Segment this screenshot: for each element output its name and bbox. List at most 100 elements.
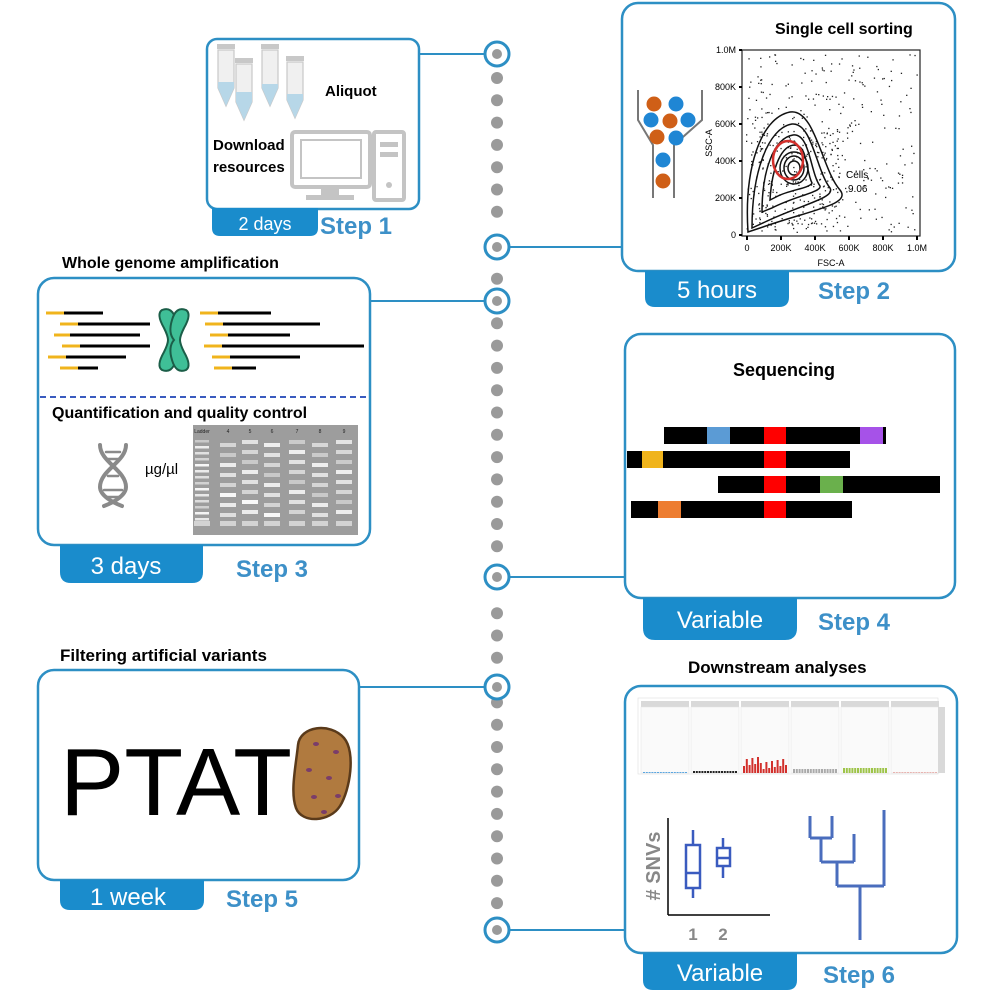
- timeline-dot: [491, 361, 503, 374]
- facs-y-tick: 800K: [715, 82, 736, 92]
- facs-x-tick: 800K: [872, 243, 893, 253]
- step3-label: Step 3: [236, 556, 308, 583]
- step1-label: Step 1: [320, 213, 392, 240]
- step6-time-tab: [643, 953, 797, 990]
- boxplot-x-tick-2: 2: [718, 925, 727, 944]
- amplified-reads-right: [200, 311, 364, 370]
- aliquot-label: Aliquot: [325, 83, 377, 100]
- step6-label: Step 6: [823, 962, 895, 989]
- cell-sorter-icon: [637, 90, 703, 198]
- amplified-reads-left: [46, 311, 150, 370]
- facs-x-tick: 600K: [838, 243, 859, 253]
- timeline-dot: [491, 785, 503, 798]
- step2-label: Step 2: [818, 278, 890, 305]
- facs-y-tick: 600K: [715, 119, 736, 129]
- step3-title: Whole genome amplification: [62, 255, 279, 272]
- chromosome-icon: [158, 308, 190, 372]
- gel-lane-label: 4: [227, 429, 230, 435]
- step6-title: Downstream analyses: [688, 658, 867, 677]
- timeline-dot: [491, 428, 503, 441]
- step1-time-tab: [212, 208, 318, 236]
- timeline-dot: [491, 205, 503, 218]
- step5-label: Step 5: [226, 886, 298, 913]
- timeline-dot: [491, 495, 503, 508]
- computer-icon: [290, 130, 406, 202]
- ptat-logo: PTAT: [60, 729, 292, 836]
- step4-label: Step 4: [818, 609, 891, 636]
- timeline-dot: [491, 339, 503, 352]
- facs-gate-value: 9.06: [848, 184, 868, 195]
- step3-subtitle: Quantification and quality control: [52, 405, 307, 422]
- timeline-dot: [491, 607, 503, 620]
- timeline-dot: [491, 451, 503, 464]
- facs-gate: [771, 139, 805, 181]
- gel-lane-label: 5: [249, 429, 252, 435]
- step2-title: Single cell sorting: [775, 21, 913, 38]
- timeline-dot: [491, 741, 503, 753]
- boxplot-x-tick-1: 1: [688, 925, 697, 944]
- timeline-dot: [491, 317, 503, 330]
- step2-time-tab: [645, 271, 789, 307]
- timeline-dot: [491, 272, 503, 285]
- step3-time-tab: [60, 545, 203, 583]
- facs-plot: Cells 9.06 1.0M 800K 600K 400K 200K 0 0 200K 40…: [704, 45, 927, 268]
- timeline-dot: [491, 161, 503, 174]
- timeline-dots: [491, 72, 503, 910]
- timeline-dot: [491, 830, 503, 843]
- facs-x-tick: 400K: [804, 243, 825, 253]
- step2-panel: Single cell sorting: [620, 1, 957, 307]
- step6-time: Variable: [677, 960, 763, 987]
- dna-icon: [97, 443, 129, 508]
- step3-time: 3 days: [91, 553, 162, 580]
- snv-boxplot: # SNVs 1 2: [643, 818, 770, 944]
- tube-icon: [217, 44, 304, 122]
- gel-lane-label: Ladder: [194, 429, 210, 435]
- step5-time: 1 week: [90, 884, 167, 911]
- download-label-line1: Download: [213, 137, 285, 154]
- timeline-dot: [491, 651, 503, 664]
- facs-y-tick: 0: [731, 230, 736, 240]
- sequencing-reads: [627, 427, 940, 518]
- step1-panel: Aliquot Download resources 2 days Step 1: [205, 37, 421, 240]
- timeline-dot: [491, 874, 503, 887]
- step1-time: 2 days: [238, 214, 291, 234]
- facs-y-tick: 1.0M: [716, 45, 736, 55]
- facs-x-tick: 1.0M: [907, 243, 927, 253]
- facs-density-contours: [746, 111, 843, 234]
- step6-panel: Downstream analyses # SNVs 1 2: [623, 658, 959, 990]
- timeline-dot: [491, 897, 503, 910]
- timeline-dot: [491, 807, 503, 820]
- gel-lane-label: 9: [343, 429, 346, 435]
- timeline-dot: [491, 72, 503, 84]
- step5-time-tab: [60, 880, 204, 910]
- timeline-dot: [491, 852, 503, 865]
- gel-lane-label: 6: [271, 429, 274, 435]
- step3-panel: Whole genome amplification Quantificatio…: [36, 255, 372, 583]
- timeline-dot: [491, 406, 503, 419]
- step5-title: Filtering artificial variants: [60, 646, 267, 665]
- boxplot-y-label: # SNVs: [643, 832, 665, 901]
- facs-x-tick: 200K: [770, 243, 791, 253]
- gel-lane-label: 8: [319, 429, 322, 435]
- timeline-dot: [491, 138, 503, 151]
- step4-title: Sequencing: [733, 360, 835, 380]
- timeline-dot: [491, 473, 503, 486]
- timeline-dot: [491, 763, 503, 776]
- timeline-dot: [491, 116, 503, 129]
- facs-x-tick: 0: [744, 243, 749, 253]
- timeline-dot: [491, 384, 503, 397]
- mutation-spectrum-plot: [637, 697, 945, 775]
- step4-time: Variable: [677, 607, 763, 634]
- step5-panel: Filtering artificial variants PTAT 1 wee…: [36, 646, 361, 913]
- timeline-dot: [491, 629, 503, 642]
- gel-lane-label: 7: [296, 429, 299, 435]
- facs-gate-label: Cells: [846, 170, 868, 181]
- facs-x-ticks: 0 200K 400K 600K 800K 1.0M: [744, 236, 927, 253]
- concentration-unit: µg/µl: [145, 461, 178, 478]
- timeline-dot: [491, 94, 503, 107]
- gel-image: Ladder 4 5 6 7 8 9: [193, 425, 358, 535]
- timeline: [359, 40, 625, 944]
- step4-time-tab: [643, 598, 797, 640]
